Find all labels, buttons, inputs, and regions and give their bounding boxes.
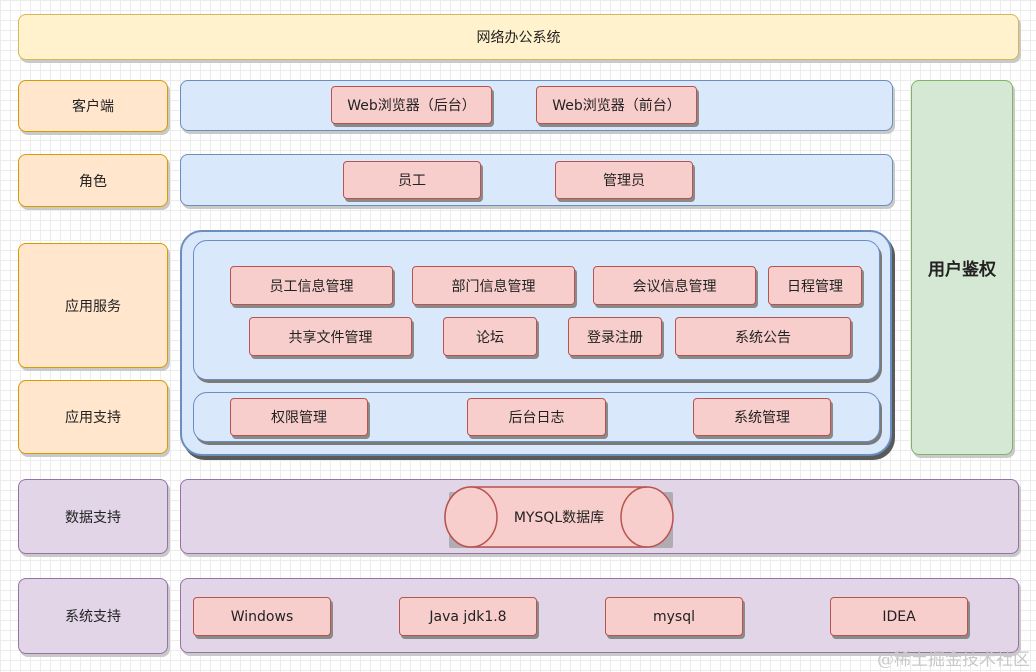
system-title: 网络办公系统: [476, 30, 561, 46]
frontend-browser-node: Web浏览器（前台）: [536, 86, 697, 124]
auth-label: 用户鉴权: [928, 260, 996, 280]
row-label-app-service-text: 应用服务: [65, 298, 121, 315]
idea-node: IDEA: [830, 597, 968, 636]
login-register-label: 登录注册: [587, 329, 643, 346]
permission-node: 权限管理: [230, 398, 368, 436]
windows-node: Windows: [193, 597, 331, 636]
java-jdk-label: Java jdk1.8: [429, 608, 507, 625]
announcement-node: 系统公告: [675, 317, 851, 356]
mysql-database-label: MYSQL数据库: [513, 510, 605, 526]
row-label-data-support-text: 数据支持: [65, 509, 121, 526]
employee-role-node: 员工: [343, 161, 481, 199]
backend-browser-label: Web浏览器（后台）: [347, 98, 476, 114]
employee-info-label: 员工信息管理: [269, 278, 354, 295]
dept-info-node: 部门信息管理: [412, 266, 575, 305]
row-label-client: 客户端: [18, 80, 168, 132]
schedule-label: 日程管理: [787, 278, 843, 295]
forum-node: 论坛: [443, 317, 537, 356]
schedule-node: 日程管理: [768, 266, 862, 305]
row-label-app-service: 应用服务: [18, 243, 168, 368]
frontend-browser-label: Web浏览器（前台）: [552, 98, 681, 114]
auth-column: 用户鉴权: [911, 80, 1013, 455]
watermark: @稀土掘金技术社区: [877, 650, 1030, 670]
system-mgmt-label: 系统管理: [734, 410, 790, 426]
mysql-database-node: MYSQL数据库: [443, 485, 675, 549]
database-cylinder-icon: [444, 486, 674, 548]
login-register-node: 登录注册: [568, 317, 662, 356]
backend-log-node: 后台日志: [467, 398, 606, 436]
windows-label: Windows: [230, 608, 294, 625]
system-mgmt-node: 系统管理: [693, 398, 831, 436]
announcement-label: 系统公告: [735, 329, 791, 346]
forum-label: 论坛: [476, 329, 504, 346]
admin-role-label: 管理员: [603, 173, 645, 189]
employee-role-label: 员工: [398, 173, 426, 189]
meeting-info-label: 会议信息管理: [632, 278, 717, 295]
row-label-app-support-text: 应用支持: [65, 410, 121, 426]
shared-files-node: 共享文件管理: [249, 317, 412, 356]
mysql-node: mysql: [605, 597, 743, 636]
admin-role-node: 管理员: [555, 161, 693, 199]
employee-info-node: 员工信息管理: [230, 266, 393, 305]
backend-browser-node: Web浏览器（后台）: [331, 86, 492, 124]
row-label-data-support: 数据支持: [18, 479, 168, 554]
meeting-info-node: 会议信息管理: [593, 266, 756, 305]
backend-log-label: 后台日志: [508, 410, 565, 426]
row-label-role-text: 角色: [79, 173, 107, 190]
java-jdk-node: Java jdk1.8: [399, 597, 537, 636]
permission-label: 权限管理: [271, 410, 327, 426]
shared-files-label: 共享文件管理: [288, 329, 373, 346]
row-label-sys-support: 系统支持: [18, 578, 168, 654]
system-title-bar: 网络办公系统: [18, 14, 1019, 60]
app-service-panel: [193, 240, 880, 380]
role-row-panel: [180, 154, 893, 206]
row-label-client-text: 客户端: [72, 99, 114, 115]
row-label-role: 角色: [18, 154, 168, 207]
mysql-label: mysql: [653, 608, 695, 625]
row-label-sys-support-text: 系统支持: [65, 609, 121, 625]
dept-info-label: 部门信息管理: [451, 278, 536, 295]
idea-label: IDEA: [882, 608, 916, 625]
row-label-app-support: 应用支持: [18, 380, 168, 454]
